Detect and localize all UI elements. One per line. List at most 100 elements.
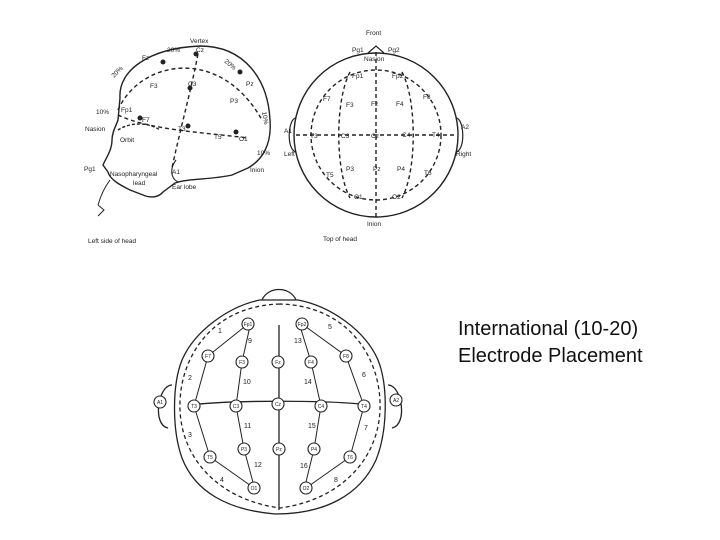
top-left-ear xyxy=(288,117,297,153)
electrode-p3 xyxy=(237,442,251,456)
label-pct-10-nasion: 10% xyxy=(96,109,109,116)
channel-number: 5 xyxy=(328,324,332,331)
electrode-pz xyxy=(272,442,286,456)
electrode-label: T5 xyxy=(207,455,213,461)
electrode-label: A2 xyxy=(393,398,399,404)
label-p4-top: P4 xyxy=(397,166,405,173)
label-pg1: Pg1 xyxy=(84,166,96,173)
channel-number: 1 xyxy=(218,328,222,335)
channel-number: 13 xyxy=(294,338,302,345)
label-lead: lead xyxy=(133,180,146,187)
electrode-label: P3 xyxy=(241,447,247,453)
electrode-c4 xyxy=(314,399,328,413)
label-c4-top: C4 xyxy=(402,132,411,139)
side-view-caption: Left side of head xyxy=(88,238,136,245)
side-electrode-dot xyxy=(193,51,199,57)
label-pct-10-right: 10% xyxy=(260,111,269,125)
label-t6-top: T6 xyxy=(424,170,432,177)
side-electrode-dot xyxy=(237,69,243,75)
electrode-t4 xyxy=(357,399,371,413)
label-f7: F7 xyxy=(142,117,150,124)
electrode-a2 xyxy=(389,393,403,407)
label-t3: T3 xyxy=(178,126,186,133)
electrode-label: Cz xyxy=(275,402,282,408)
channel-number: 14 xyxy=(304,379,312,386)
side-electrode-dot xyxy=(137,115,143,121)
label-f3-top: F3 xyxy=(346,102,354,109)
label-c3-top: C3 xyxy=(341,133,350,140)
electrode-label: O1 xyxy=(251,486,258,492)
side-ear xyxy=(171,159,179,183)
label-nasion-top: Nasion xyxy=(364,56,385,63)
montage-channel-numbers: 1 2 3 4 5 6 7 8 9 10 11 12 13 14 15 16 xyxy=(188,324,368,484)
channel-number: 12 xyxy=(254,462,262,469)
label-left-top: Left xyxy=(284,151,295,158)
top-right-ear xyxy=(455,117,464,153)
label-o1: O1 xyxy=(239,136,248,143)
electrode-label: F3 xyxy=(239,360,245,366)
label-cz-top: Cz xyxy=(371,133,379,140)
side-arc-dashed xyxy=(117,67,263,121)
electrode-label: F4 xyxy=(308,360,314,366)
label-o1-top: O1 xyxy=(354,194,363,201)
channel-number: 3 xyxy=(188,432,192,439)
label-cz: Cz xyxy=(196,47,204,54)
montage-nose xyxy=(261,288,297,301)
electrode-f4 xyxy=(304,355,318,369)
electrode-fp1 xyxy=(241,317,255,331)
label-t4-top: T4 xyxy=(432,132,440,139)
label-pg2-top: Pg2 xyxy=(388,47,400,54)
label-a1-top: A1 xyxy=(284,128,292,135)
channel-number: 6 xyxy=(362,372,366,379)
label-a2-top: A2 xyxy=(461,124,469,131)
channel-number: 8 xyxy=(334,477,338,484)
electrode-f8 xyxy=(339,349,353,363)
label-pct-20-left: 20% xyxy=(110,65,124,79)
label-fp2-top: Fp2 xyxy=(392,73,404,80)
diagram-caption: International (10-20) Electrode Placemen… xyxy=(458,316,708,370)
channel-number: 15 xyxy=(308,423,316,430)
montage-head-outline xyxy=(173,299,386,515)
label-p3-top: P3 xyxy=(346,166,354,173)
channel-number: 9 xyxy=(248,338,252,345)
montage-electrodes xyxy=(153,317,403,495)
label-pct-10-inion: 10% xyxy=(257,150,270,157)
label-f8-top: F8 xyxy=(423,94,431,101)
label-fz: Fz xyxy=(142,55,149,62)
electrode-f3 xyxy=(235,355,249,369)
channel-number: 7 xyxy=(364,425,368,432)
electrode-label: T3 xyxy=(191,404,197,410)
label-fp1: Fp1 xyxy=(121,107,133,114)
label-a1: A1 xyxy=(172,169,180,176)
electrode-label: Fp1 xyxy=(244,322,253,328)
label-orbit: Orbit xyxy=(120,137,134,144)
electrode-t5 xyxy=(203,450,217,464)
caption-line-1: International (10-20) xyxy=(458,318,639,340)
electrode-label: Fp2 xyxy=(298,322,307,328)
label-t3-top: T3 xyxy=(310,133,318,140)
electrode-t6 xyxy=(343,450,357,464)
caption-line-2: Electrode Placement xyxy=(458,345,643,367)
label-t5-top: T5 xyxy=(326,172,334,179)
side-spine-line xyxy=(97,179,111,217)
electrode-label: C4 xyxy=(318,404,325,410)
label-fz-top: Fz xyxy=(371,101,378,108)
label-c3: C3 xyxy=(188,81,197,88)
label-inion-top: Inion xyxy=(367,221,381,228)
side-coronal-dashed xyxy=(171,53,199,169)
electrode-t3 xyxy=(187,399,201,413)
label-t5: T5 xyxy=(214,134,222,141)
electrode-label: Fz xyxy=(275,360,281,366)
label-pg1-top: Pg1 xyxy=(352,47,364,54)
label-p3: P3 xyxy=(230,98,238,105)
side-head-outline xyxy=(102,45,271,198)
side-view-electrodes xyxy=(137,51,243,135)
top-left-parasagittal xyxy=(338,71,351,199)
label-naso-lead: Nasopharyngeal xyxy=(110,171,158,178)
side-electrode-dot xyxy=(233,129,239,135)
montage-dashed-ring xyxy=(179,303,381,509)
side-orbit xyxy=(117,123,161,131)
label-front: Front xyxy=(366,30,381,37)
